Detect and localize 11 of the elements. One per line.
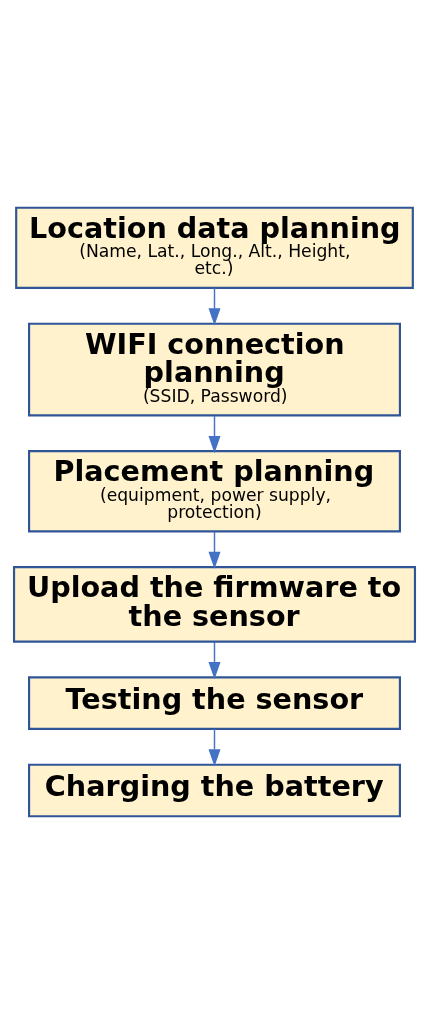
node-box: Upload the firmware to the sensor xyxy=(12,566,417,643)
arrow xyxy=(208,641,221,680)
node-box: Location data planning (Name, Lat., Long., Alt., Height, etc.) xyxy=(15,206,414,289)
node-box: Charging the battery xyxy=(28,763,401,818)
node-box: Testing the sensor xyxy=(28,676,401,730)
arrow xyxy=(208,415,221,454)
node-box: Placement planning (equipment, power supply, protection) xyxy=(28,450,401,533)
node-box: WIFI connection planning (SSID, Password) xyxy=(28,322,401,417)
arrow xyxy=(208,287,221,326)
arrow xyxy=(208,531,221,569)
arrow xyxy=(208,728,221,767)
